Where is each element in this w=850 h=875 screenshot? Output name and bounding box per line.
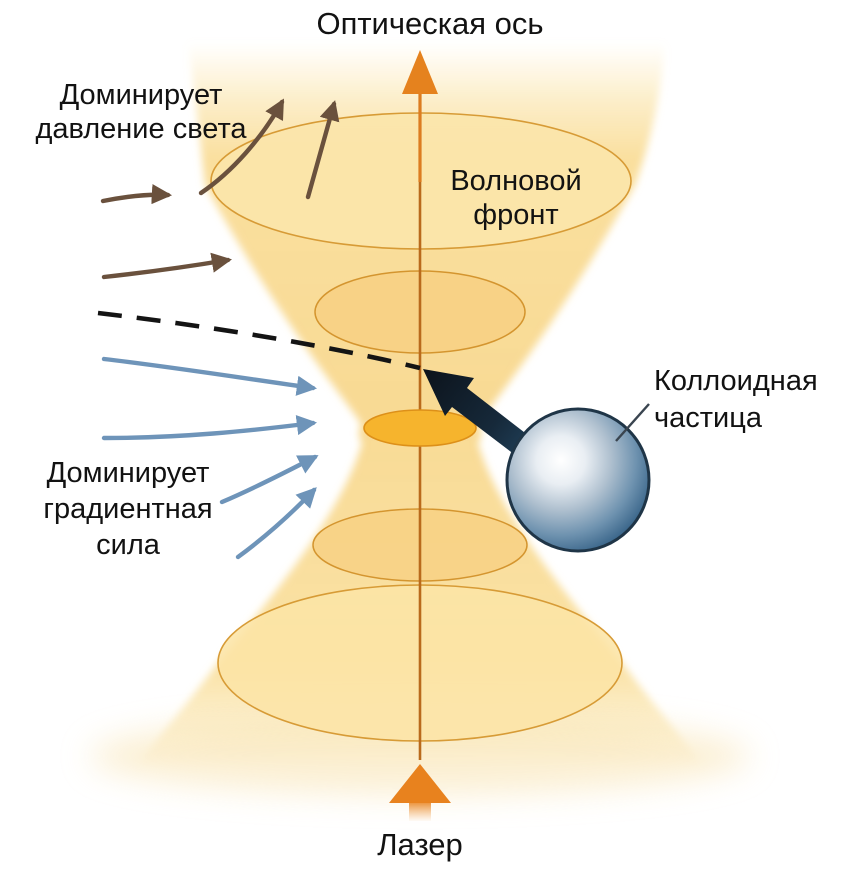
particle-label-pointer-line [615,403,650,442]
scattering-force-arrows [100,98,340,280]
light-pressure-dominates-label: Доминирует давление света [35,79,247,145]
laser-arrow [389,764,451,821]
scatter-arrow-icon [198,98,285,196]
wavefront-label: Волновой фронт [450,165,582,231]
colloidal-particle-sphere [505,407,651,553]
trajectory-dashed-line [97,310,421,371]
gradient-arrow-icon [219,454,319,505]
scatter-arrow-icon [100,184,173,205]
gradient-force-arrows [101,356,319,560]
laser-label: Лазер [377,827,463,862]
beam-waist-ellipse [363,409,477,447]
scatter-arrow-icon [305,100,340,200]
gradient-arrow-icon [235,487,317,560]
gradient-arrow-icon [101,356,318,396]
gradient-arrow-icon [101,414,318,441]
colloidal-particle-label: Коллоидная частица [654,365,818,434]
gradient-force-dominates-label: Доминирует градиентная сила [43,457,213,561]
scatter-arrow-icon [101,252,232,280]
optical-axis-label: Оптическая ось [316,6,544,41]
